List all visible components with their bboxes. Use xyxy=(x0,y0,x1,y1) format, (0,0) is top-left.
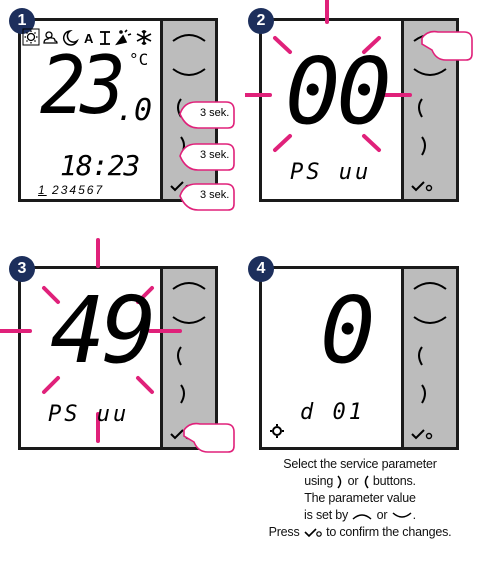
down-arrow-icon[interactable] xyxy=(172,316,206,324)
parameter-code-4: d 01 xyxy=(300,400,365,425)
caption-line-3: The parameter value xyxy=(304,491,416,505)
parameter-value-3: 49 xyxy=(50,277,157,384)
hand-press-up xyxy=(421,30,473,61)
right-arrow-icon[interactable] xyxy=(421,384,426,404)
snowflake-icon xyxy=(136,30,152,45)
caption-line-2: using or buttons. xyxy=(245,473,475,490)
down-arrow-icon[interactable] xyxy=(413,316,447,324)
clock-time: 18:23 xyxy=(60,149,140,182)
temperature-value: 23 xyxy=(40,39,126,132)
down-arrow-icon[interactable] xyxy=(172,68,206,76)
hand-hold-confirm: 3 sek. xyxy=(178,180,242,212)
hold-label-left: 3 sek. xyxy=(200,107,230,119)
parameter-value-4: 0 xyxy=(320,277,376,384)
up-arrow-icon[interactable] xyxy=(413,282,447,290)
right-arrow-icon[interactable] xyxy=(180,384,185,404)
left-arrow-icon[interactable] xyxy=(418,98,423,118)
buttons-3 xyxy=(170,282,206,440)
confirm-check-icon[interactable] xyxy=(411,429,433,440)
day-1: 1 xyxy=(38,183,47,197)
step-badge-2: 2 xyxy=(248,8,274,34)
hand-press-confirm xyxy=(183,422,235,453)
step-badge-1: 1 xyxy=(9,8,35,34)
caption-or-2: or xyxy=(376,508,388,522)
caption-line-1: Select the service parameter xyxy=(283,457,437,471)
caption-period: . xyxy=(412,508,417,522)
up-arrow-icon[interactable] xyxy=(172,34,206,42)
day-7: 7 xyxy=(95,183,105,197)
day-indicators: 1 234567 xyxy=(38,183,104,197)
parameter-code-3: PS uu xyxy=(48,402,130,427)
flash-rays-3 xyxy=(0,238,182,443)
left-arrow-icon[interactable] xyxy=(177,346,182,366)
parameter-code-2: PS uu xyxy=(290,160,372,185)
caption-set-by: is set by xyxy=(304,508,349,522)
up-arrow-icon[interactable] xyxy=(172,282,206,290)
step-badge-3: 3 xyxy=(9,256,35,282)
confirm-check-icon xyxy=(304,528,322,537)
up-arrow-icon xyxy=(352,513,372,520)
day-6: 6 xyxy=(86,183,96,197)
caption-line-4: is set by or . xyxy=(245,507,475,524)
cloud-sun-icon xyxy=(43,31,58,44)
hold-label-confirm: 3 sek. xyxy=(200,189,230,201)
caption-buttons: buttons. xyxy=(372,474,416,488)
antifreeze-icon xyxy=(100,31,110,45)
caption-line-5: Press to confirm the changes. xyxy=(245,524,475,541)
day-3: 3 xyxy=(60,183,70,197)
step-badge-4: 4 xyxy=(248,256,274,282)
left-arrow-icon[interactable] xyxy=(418,346,423,366)
mode-icons-row: A xyxy=(22,28,152,46)
moon-icon xyxy=(62,29,79,46)
caption-using: using xyxy=(304,474,334,488)
parameter-value-2: 00 xyxy=(285,38,392,145)
caption-confirm: to confirm the changes. xyxy=(326,525,452,539)
right-arrow-icon xyxy=(337,475,342,489)
left-arrow-icon xyxy=(364,475,369,489)
right-arrow-icon[interactable] xyxy=(421,136,426,156)
caption-press: Press xyxy=(268,525,300,539)
day-4: 4 xyxy=(69,183,79,197)
hand-hold-right: 3 sek. xyxy=(178,140,242,172)
buttons-4 xyxy=(411,282,447,440)
confirm-check-icon[interactable] xyxy=(411,181,433,192)
gear-icon xyxy=(270,424,284,438)
hold-label-right: 3 sek. xyxy=(200,149,230,161)
button-bar-3 xyxy=(160,269,215,447)
temperature-unit: °C xyxy=(129,50,149,69)
hand-hold-left: 3 sek. xyxy=(178,98,242,130)
party-icon xyxy=(115,29,132,46)
caption-or-1: or xyxy=(347,474,359,488)
button-bar-4 xyxy=(401,269,456,447)
down-arrow-icon xyxy=(392,512,412,518)
day-5: 5 xyxy=(78,183,87,197)
down-arrow-icon[interactable] xyxy=(413,68,447,76)
sun-icon xyxy=(22,28,40,46)
instructions-caption: Select the service parameter using or bu… xyxy=(245,456,475,541)
flash-rays-2 xyxy=(245,0,412,152)
temperature-decimal: .0 xyxy=(116,93,153,128)
day-2: 2 xyxy=(52,183,61,197)
mode-auto: A xyxy=(84,31,94,46)
